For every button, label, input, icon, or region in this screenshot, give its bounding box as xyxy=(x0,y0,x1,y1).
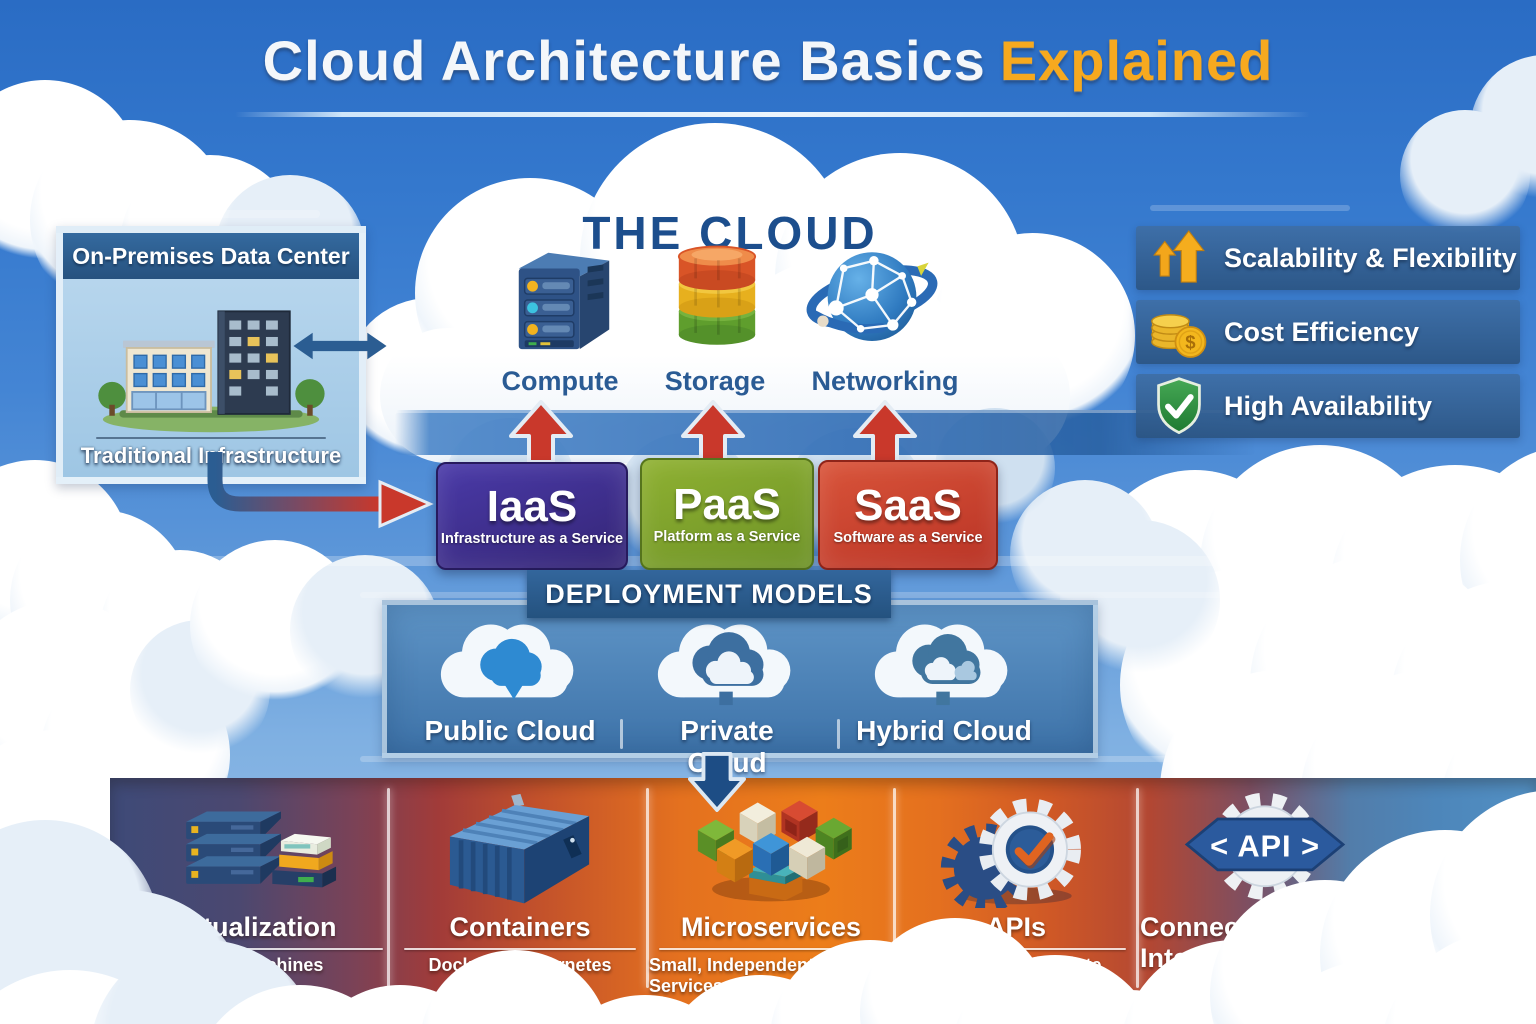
cloud-blob xyxy=(1400,110,1530,240)
title-highlight: Explained xyxy=(999,29,1274,92)
two-way-arrow-icon xyxy=(293,332,387,360)
deployment-banner: DEPLOYMENT MODELS xyxy=(527,570,891,618)
iaas-box: IaaS Infrastructure as a Service xyxy=(436,462,628,570)
network-globe-icon xyxy=(806,252,938,342)
section-microservices: Microservices Small, Independent Service… xyxy=(649,786,893,997)
benefit-label: High Availability xyxy=(1224,390,1433,421)
down-arrow-icon xyxy=(688,752,746,812)
section-underline xyxy=(404,948,636,950)
hybrid-cloud-label: Hybrid Cloud xyxy=(856,715,1032,746)
paas-abbr: PaaS xyxy=(673,480,781,529)
iaas-full: Infrastructure as a Service xyxy=(440,531,624,547)
section-underline xyxy=(121,948,383,950)
sky-streak xyxy=(60,210,320,218)
section-containers: Containers Docker & Kubernetes xyxy=(394,786,646,976)
up-arrow-icon xyxy=(681,400,745,464)
deployment-panel: Public Cloud Private Cloud Hybrid Cloud xyxy=(382,600,1098,778)
public-cloud-icon xyxy=(440,624,574,700)
up-arrow-icon xyxy=(509,400,573,464)
label-separator xyxy=(620,719,623,749)
divider xyxy=(95,437,327,439)
title-underline xyxy=(235,112,1310,117)
sky-streak xyxy=(360,756,1536,762)
saas-full: Software as a Service xyxy=(833,530,983,546)
title-main: Cloud Architecture Basics xyxy=(262,29,986,92)
iaas-abbr: IaaS xyxy=(486,482,578,531)
networking-label: Networking xyxy=(811,366,959,396)
buildings-icon xyxy=(98,310,325,433)
saas-abbr: SaaS xyxy=(854,481,962,530)
private-cloud-icon xyxy=(657,624,791,706)
migration-arrow-icon xyxy=(207,452,434,529)
label-separator xyxy=(837,719,840,749)
dollar-symbol: $ xyxy=(1185,331,1196,352)
paas-box: PaaS Platform as a Service xyxy=(640,458,814,570)
paas-full: Platform as a Service xyxy=(653,529,801,545)
storage-disks-icon xyxy=(677,245,757,345)
compute-label: Compute xyxy=(501,366,619,396)
on-premises-panel: On-Premises Data Center xyxy=(56,226,366,484)
server-icon xyxy=(518,252,610,350)
section-title: Containers xyxy=(449,912,591,942)
growth-arrows-icon xyxy=(1148,227,1210,289)
api-badge-text: < API > xyxy=(1210,828,1320,863)
api-gear-icon: < API > xyxy=(1167,786,1363,908)
vm-stack-icon xyxy=(160,786,345,908)
section-underline xyxy=(658,948,884,950)
benefit-scalability: Scalability & Flexibility xyxy=(1136,226,1520,290)
section-title: Microservices xyxy=(680,912,862,942)
buildings-illustration xyxy=(63,279,359,435)
up-arrow-icon xyxy=(853,400,917,464)
hybrid-cloud-icon xyxy=(874,624,1008,706)
shipping-container-icon xyxy=(434,786,606,908)
benefit-availability: High Availability xyxy=(1136,374,1520,438)
benefit-label: Scalability & Flexibility xyxy=(1224,242,1517,273)
shield-check-icon xyxy=(1148,375,1210,437)
benefit-label: Cost Efficiency xyxy=(1224,316,1420,347)
sky-streak xyxy=(1150,205,1350,211)
benefit-cost: $ Cost Efficiency xyxy=(1136,300,1520,364)
coins-icon: $ xyxy=(1148,301,1210,363)
on-premises-header: On-Premises Data Center xyxy=(63,233,359,279)
sky-streak xyxy=(360,592,1536,598)
section-divider xyxy=(646,788,649,988)
section-divider xyxy=(893,788,896,988)
saas-box: SaaS Software as a Service xyxy=(818,460,998,570)
section-divider xyxy=(387,788,390,988)
cubes-icon xyxy=(685,786,857,908)
gears-icon xyxy=(936,786,1096,908)
storage-label: Storage xyxy=(664,366,766,396)
public-cloud-label: Public Cloud xyxy=(424,715,596,746)
section-divider xyxy=(1136,788,1139,988)
